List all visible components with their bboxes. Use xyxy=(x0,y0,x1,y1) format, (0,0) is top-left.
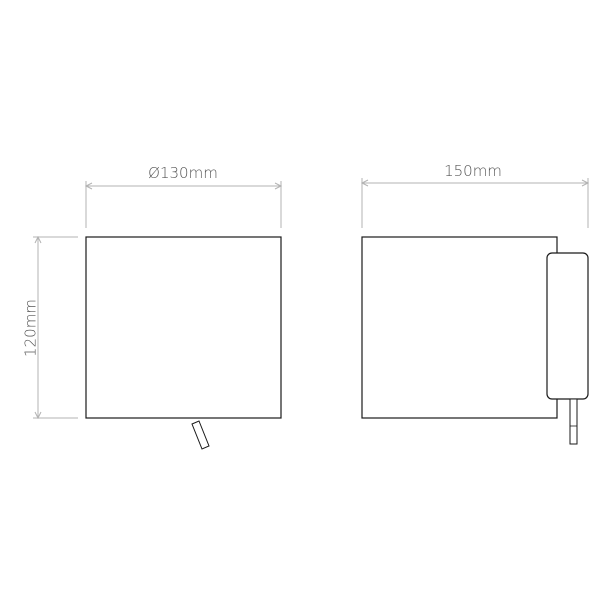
front-width-arrow-right xyxy=(274,182,283,190)
front-view: Ø130mm 120mm xyxy=(22,164,283,450)
height-arrow-top xyxy=(34,235,42,244)
side-depth-label: 150mm xyxy=(444,162,502,180)
front-width-arrow-left xyxy=(84,182,93,190)
side-depth-arrow-left xyxy=(360,179,369,187)
front-view-switch-stem xyxy=(191,420,210,450)
side-depth-dimension xyxy=(360,178,590,228)
front-view-body xyxy=(85,236,282,419)
side-depth-arrow-right xyxy=(581,179,590,187)
side-view: 150mm xyxy=(360,162,590,445)
front-width-dimension xyxy=(84,181,283,228)
front-width-label: Ø130mm xyxy=(148,164,218,182)
side-view-wall-plate xyxy=(546,252,589,400)
height-dimension xyxy=(33,235,78,420)
height-label: 120mm xyxy=(22,299,40,357)
front-view-switch xyxy=(191,420,210,450)
side-view-switch-stem xyxy=(569,398,578,445)
side-view-switch xyxy=(569,398,578,445)
side-view-body xyxy=(361,236,558,419)
height-arrow-bottom xyxy=(34,411,42,420)
